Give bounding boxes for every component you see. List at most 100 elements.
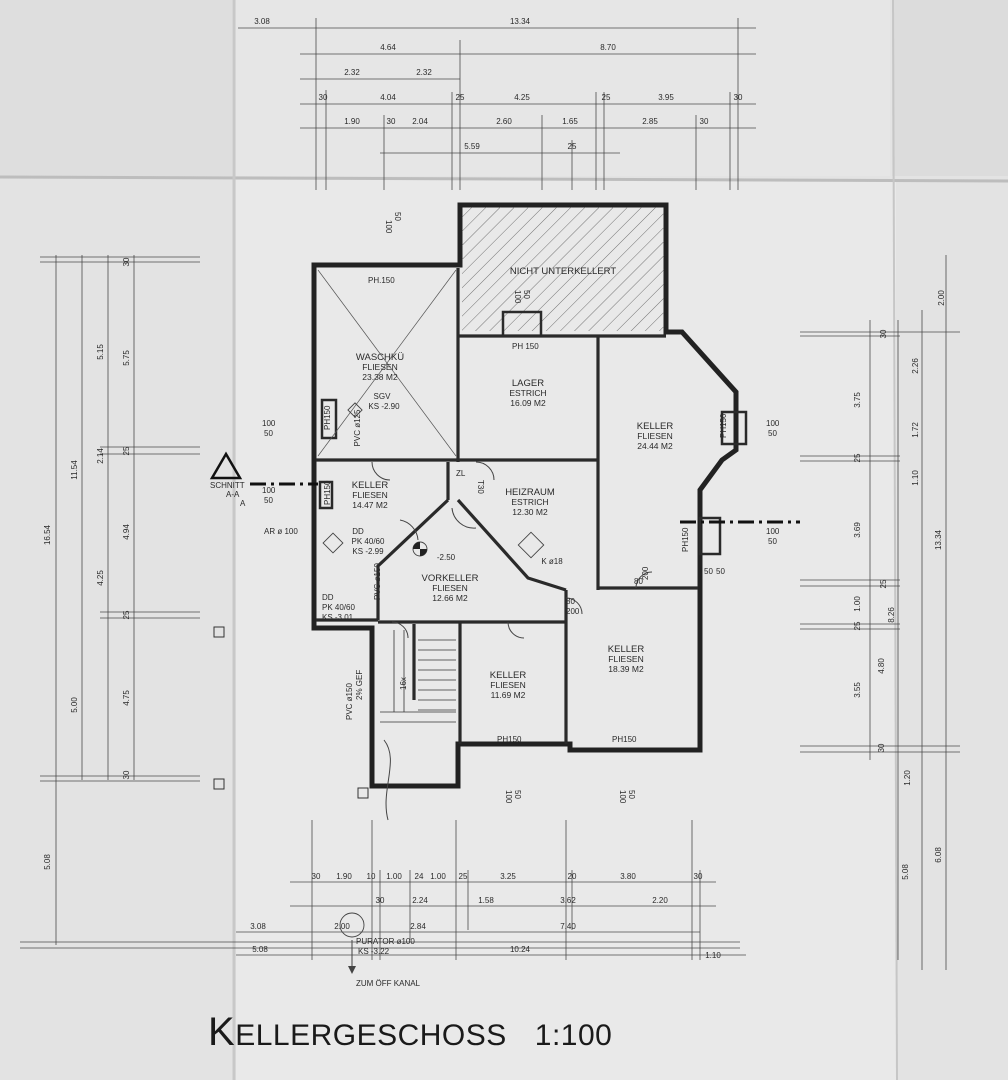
dimension-labels-bottom: 30 1.90 10 1.00 24 1.00 25 3.25 20 3.80 … — [250, 872, 721, 960]
dim-top-13-34: 13.34 — [510, 17, 531, 26]
dim-bottom-30a: 30 — [312, 872, 321, 881]
section-line — [250, 482, 800, 524]
dim-bottom-1-90: 1.90 — [336, 872, 352, 881]
label-window-100-top: 100 — [384, 220, 393, 234]
label-ph150-left-lower: PH150 — [323, 480, 332, 505]
dim-bottom-10: 10 — [367, 872, 376, 881]
room-keller-left-floor: FLIESEN — [352, 490, 387, 500]
dim-top-2-85: 2.85 — [642, 117, 658, 126]
room-keller-mid-floor: FLIESEN — [490, 680, 525, 690]
wall-vorkeller-left — [376, 498, 450, 620]
dim-left-5-75: 5.75 — [122, 350, 131, 366]
dim-right-3-69: 3.69 — [853, 522, 862, 538]
room-keller-left-pk: PK 40/60 — [352, 537, 385, 546]
room-keller-right-name: KELLER — [637, 421, 674, 432]
label-stair-count: 16x — [399, 677, 408, 690]
label-window-50-c: 50 — [704, 567, 713, 576]
dim-right-25c: 25 — [853, 621, 862, 630]
interior-walls — [316, 268, 698, 744]
dim-bottom-3-25: 3.25 — [500, 872, 516, 881]
dim-right-30b: 30 — [877, 743, 886, 752]
floor-drain-left — [322, 532, 344, 554]
dim-bottom-5-08: 5.08 — [252, 945, 268, 954]
fixtures — [322, 402, 545, 938]
dim-bottom-1-00a: 1.00 — [386, 872, 402, 881]
label-door-80-b: 80 — [634, 577, 643, 586]
dim-bottom-1-10: 1.10 — [705, 951, 721, 960]
dim-left-4-94: 4.94 — [122, 524, 131, 540]
dim-right-1-20: 1.20 — [903, 770, 912, 786]
dim-top-25c: 25 — [568, 142, 577, 151]
dim-left-11-54: 11.54 — [70, 460, 79, 480]
dim-top-30a: 30 — [319, 93, 328, 102]
room-lager-area: 16.09 M2 — [510, 398, 546, 408]
title-scale: 1:100 — [534, 1019, 613, 1052]
label-door-80-a: 80 — [566, 597, 575, 606]
dim-right-1-10: 1.10 — [911, 470, 920, 486]
dim-top-3-08: 3.08 — [254, 17, 270, 26]
label-gef: 2% GEF — [355, 670, 364, 700]
fold-horizontal — [0, 175, 1008, 183]
dim-top-2-60: 2.60 — [496, 117, 512, 126]
label-window-100-lager: 100 — [513, 290, 522, 304]
label-window-50-lager: 50 — [522, 290, 531, 299]
dim-bottom-3-08: 3.08 — [250, 922, 266, 931]
nicht-unterkellert-hatch — [462, 207, 664, 331]
dim-right-6-08: 6.08 — [934, 847, 943, 863]
dim-bottom-20: 20 — [568, 872, 577, 881]
dim-top-30b: 30 — [734, 93, 743, 102]
label-ar-100: AR ø 100 — [264, 527, 298, 536]
dim-top-25b: 25 — [602, 93, 611, 102]
paper-sheet-topleft — [0, 0, 232, 176]
sewer-arrow — [348, 966, 356, 974]
label-ph150-right-upper: PH150 — [719, 413, 728, 438]
outer-walls — [311, 202, 739, 789]
building-outline — [311, 202, 739, 789]
pipe-line — [383, 739, 391, 821]
dim-top-1-90: 1.90 — [344, 117, 360, 126]
room-keller-br-area: 18.39 M2 — [608, 664, 644, 674]
dim-top-4-04: 4.04 — [380, 93, 396, 102]
label-ph150-wash: PH.150 — [368, 276, 395, 285]
dim-right-30a: 30 — [879, 329, 888, 338]
label-door-200-a: 200 — [566, 607, 580, 616]
dim-right-25b: 25 — [879, 579, 888, 588]
label-window-100-bottom2: 100 — [618, 790, 627, 804]
dim-left-4-75: 4.75 — [122, 690, 131, 706]
title-main: ELLERGESCHOSS — [235, 1019, 507, 1052]
purator-circle — [339, 912, 365, 938]
dim-right-8-26: 8.26 — [887, 607, 896, 623]
room-keller-left-area: 14.47 M2 — [352, 500, 388, 510]
dim-top-2-04: 2.04 — [412, 117, 428, 126]
title-initial: K — [208, 1010, 236, 1054]
room-vorkeller-area: 12.66 M2 — [432, 593, 468, 603]
label-window-50-right: 50 — [768, 429, 777, 438]
label-window-50-right2: 50 — [768, 537, 777, 546]
room-waschk-name: WASCHKÜ — [356, 352, 404, 363]
room-heizraum-chimney: K ø18 — [541, 557, 563, 566]
label-a-a: A-A — [226, 490, 240, 499]
dim-top-4-25: 4.25 — [514, 93, 530, 102]
paper-sheet-top — [236, 0, 890, 176]
label-window-100-bottom1: 100 — [504, 790, 513, 804]
label-ph150-keller-mid: PH150 — [497, 735, 522, 744]
label-ph150-right-lower: PH150 — [681, 527, 690, 552]
label-window-50-top: 50 — [393, 212, 402, 221]
dim-bottom-3-62: 3.62 — [560, 896, 576, 905]
room-keller-left-ks: KS -2.99 — [352, 547, 384, 556]
floor-drain-wash — [347, 402, 363, 418]
light-well-left-lower — [318, 480, 334, 510]
paper-sheet-topright — [892, 0, 1008, 176]
light-well-top — [501, 310, 543, 338]
dimension-labels-right: 2.00 2.26 1.72 1.10 13.34 6.08 8.26 5.08… — [853, 290, 946, 880]
room-heizraum-floor: ESTRICH — [511, 497, 548, 507]
dim-left-25b: 25 — [122, 610, 131, 619]
label-window-50-left2: 50 — [264, 496, 273, 505]
label-window-100-left: 100 — [262, 419, 276, 428]
dim-bottom-7-40: 7.40 — [560, 922, 576, 931]
label-ks-3-01: KS -3.01 — [322, 613, 354, 622]
dim-left-30a: 30 — [122, 257, 131, 266]
dim-top-30d: 30 — [700, 117, 709, 126]
room-lager-floor: ESTRICH — [509, 388, 546, 398]
